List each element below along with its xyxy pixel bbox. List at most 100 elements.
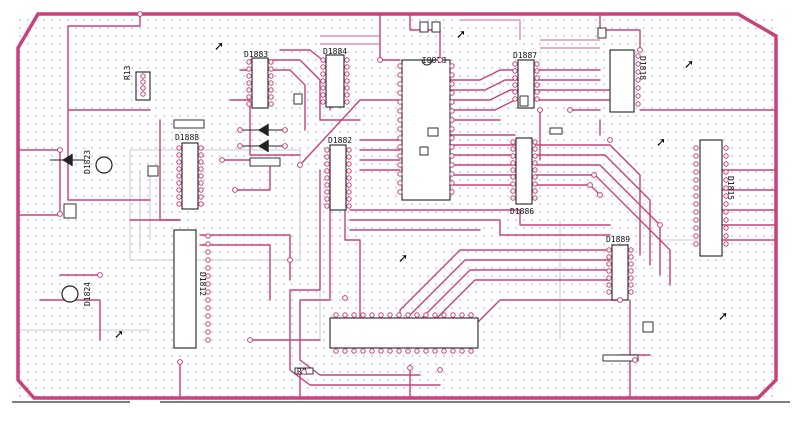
pcb-pad <box>628 268 634 274</box>
pcb-pad <box>237 127 243 133</box>
pcb-pad <box>606 289 612 295</box>
pcb-pad <box>723 225 729 231</box>
pcb-pad <box>532 174 538 180</box>
pcb-pad <box>268 101 274 107</box>
pcb-pad <box>176 194 182 200</box>
pcb-pad <box>246 66 252 72</box>
pcb-pad <box>198 159 204 165</box>
pcb-pad <box>205 273 211 279</box>
pcb-pad <box>346 147 352 153</box>
capacitor-icon: D1823 D1824 <box>61 150 113 306</box>
pcb-pad <box>449 144 455 150</box>
pcb-pad <box>397 81 403 87</box>
label-d1812: D1812 <box>198 272 207 296</box>
pcb-pad <box>397 126 403 132</box>
pcb-pad <box>510 174 516 180</box>
pcb-pad <box>449 135 455 141</box>
pcb-pad <box>346 154 352 160</box>
pcb-pad <box>344 85 350 91</box>
pcb-pad <box>441 312 447 318</box>
pcb-pad <box>449 189 455 195</box>
label-d1889: D1889 <box>606 235 630 244</box>
pcb-pad <box>468 348 474 354</box>
pcb-pad <box>324 168 330 174</box>
pcb-pad <box>449 81 455 87</box>
pcb-pad <box>532 167 538 173</box>
pcb-pad <box>437 57 443 63</box>
pcb-pad <box>534 68 540 74</box>
pcb-pad <box>723 153 729 159</box>
pcb-pad <box>534 75 540 81</box>
arrow-marker-icon: ➚ <box>684 57 694 71</box>
pcb-pad <box>176 145 182 151</box>
pcb-pad <box>723 217 729 223</box>
pcb-pad <box>693 145 699 151</box>
pads-and-vias <box>57 11 729 375</box>
board-outline <box>16 12 778 400</box>
pcb-pad <box>176 180 182 186</box>
pcb-pad <box>587 182 593 188</box>
label-d1881: D1881 <box>422 55 446 64</box>
pcb-pad <box>628 282 634 288</box>
pcb-pad <box>198 145 204 151</box>
pcb-pad <box>247 337 253 343</box>
pcb-pad <box>449 126 455 132</box>
pcb-pad <box>268 87 274 93</box>
pcb-pad <box>237 143 243 149</box>
pcb-pad <box>205 297 211 303</box>
pcb-pad <box>346 203 352 209</box>
pcb-pad <box>450 348 456 354</box>
pcb-pad <box>344 92 350 98</box>
pcb-pad <box>324 154 330 160</box>
pcb-pad <box>432 348 438 354</box>
pcb-pad <box>723 233 729 239</box>
pcb-pad <box>693 153 699 159</box>
pcb-pad <box>378 312 384 318</box>
pcb-pad <box>637 47 643 53</box>
pcb-pad <box>532 181 538 187</box>
pcb-pad <box>198 166 204 172</box>
pcb-pad <box>387 312 393 318</box>
pcb-pad <box>723 185 729 191</box>
pcb-pad <box>432 312 438 318</box>
pcb-pad <box>397 135 403 141</box>
pcb-pad <box>198 173 204 179</box>
pcb-pad <box>344 64 350 70</box>
pcb-pad <box>693 225 699 231</box>
pcb-pad <box>449 153 455 159</box>
pcb-pad <box>693 177 699 183</box>
pcb-pad <box>198 152 204 158</box>
orientation-markers: ➚ ➚ ➚ ➚ ➚ ➚ ➚ <box>114 27 728 341</box>
pcb-pad <box>635 69 641 75</box>
pcb-pad <box>449 90 455 96</box>
pcb-pad <box>301 369 307 375</box>
pcb-pad <box>297 162 303 168</box>
pcb-pad <box>176 201 182 207</box>
pcb-pad <box>468 312 474 318</box>
pcb-pad <box>246 87 252 93</box>
connector-bottom <box>329 317 479 349</box>
pcb-pad <box>723 145 729 151</box>
pcb-pad <box>635 93 641 99</box>
pcb-pad <box>407 365 413 371</box>
pcb-pad <box>246 94 252 100</box>
pcb-pad <box>723 169 729 175</box>
pcb-pad <box>723 201 729 207</box>
pcb-pad <box>449 63 455 69</box>
pcb-pad <box>397 171 403 177</box>
pcb-pad <box>405 348 411 354</box>
label-d1823: D1823 <box>83 150 92 174</box>
arrow-marker-icon: ➚ <box>114 327 124 341</box>
pcb-pad <box>510 195 516 201</box>
pcb-pad <box>320 57 326 63</box>
pcb-pad <box>198 180 204 186</box>
pcb-pad <box>176 166 182 172</box>
pcb-pad <box>140 85 146 91</box>
pcb-pad <box>397 90 403 96</box>
pcb-pad <box>628 247 634 253</box>
pcb-pad <box>205 337 211 343</box>
pcb-pad <box>628 289 634 295</box>
pcb-pad <box>693 233 699 239</box>
pcb-pad <box>606 254 612 260</box>
pcb-pad <box>693 169 699 175</box>
